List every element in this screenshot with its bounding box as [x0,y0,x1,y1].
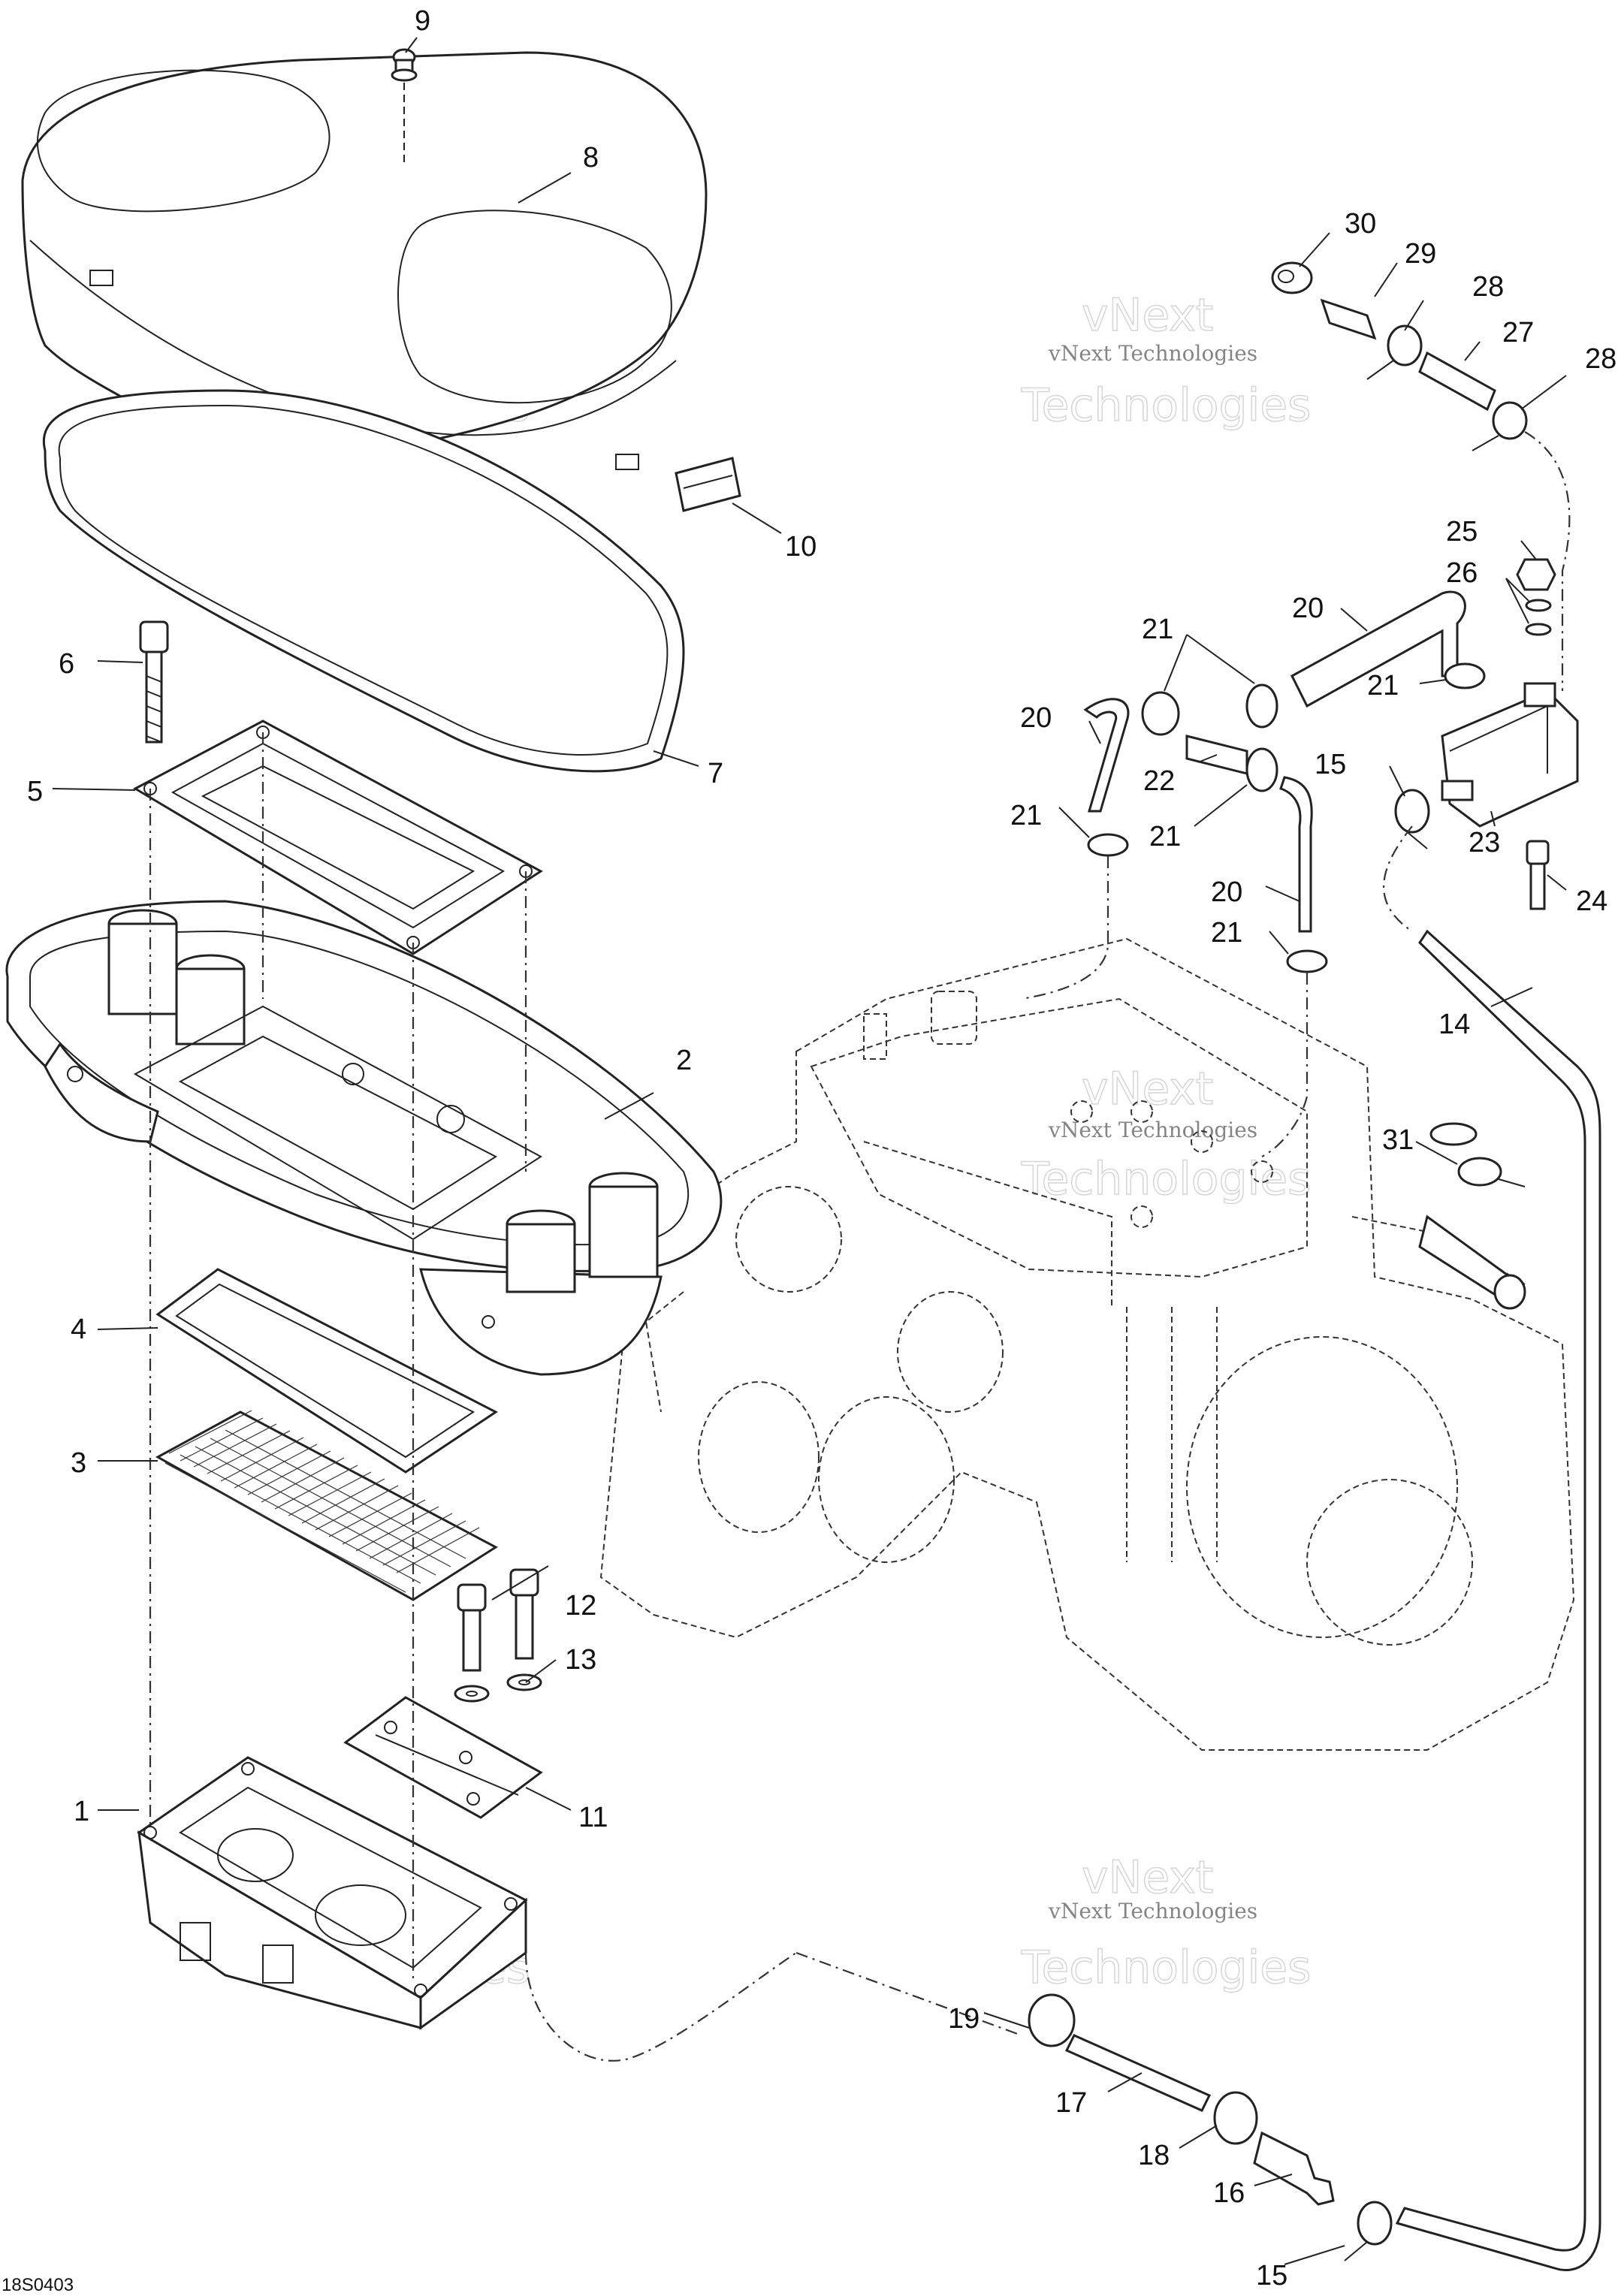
callout-20: 20 [1020,702,1052,734]
svg-text:vNext: vNext [1082,289,1213,342]
callout-16: 16 [1213,2177,1245,2209]
callout-23: 23 [1469,827,1500,858]
callout-3: 3 [71,1447,86,1479]
callout-21: 21 [1142,614,1173,645]
callout-31: 31 [1382,1124,1414,1156]
callout-13: 13 [565,1644,596,1676]
callout-4: 4 [71,1314,86,1345]
callout-17: 17 [1055,2087,1087,2119]
callout-10: 10 [785,531,817,563]
callout-21: 21 [1149,821,1181,852]
clip [675,457,741,512]
callout-25: 25 [1446,516,1478,548]
leader-lines [52,37,1567,2265]
callout-8: 8 [583,142,599,173]
callout-21: 21 [1010,800,1042,831]
callout-12: 12 [565,1590,596,1622]
alignment-lines-left [149,732,797,2062]
callout-20: 20 [1211,876,1242,908]
callout-24: 24 [1576,886,1607,917]
retaining-plate [343,1696,543,1819]
filter-screen [155,1410,498,1601]
callout-11: 11 [578,1802,608,1833]
svg-text:vNext Technologies: vNext Technologies [1048,341,1257,366]
svg-text:vNext Technologies: vNext Technologies [1048,1118,1257,1142]
callout-1: 1 [74,1796,89,1827]
throttle-base-housing [137,1756,528,2030]
watermark-top-right: vNext Technologies vNext Technologies [1020,288,1312,433]
callout-2: 2 [676,1045,692,1076]
callout-21: 21 [1367,670,1399,701]
svg-text:Technologies: Technologies [1021,379,1311,432]
engine-block-outline [599,937,1575,1751]
callout-20: 20 [1292,593,1324,624]
vent-hose-assembly [795,261,1601,2271]
callout-26: 26 [1446,557,1478,589]
callout-22: 22 [1143,765,1175,797]
figure-code: 18S0403 [2,2275,74,2295]
callout-19: 19 [948,2003,980,2035]
callout-18: 18 [1138,2140,1170,2171]
callout-29: 29 [1405,238,1436,270]
callout-15: 15 [1315,749,1346,780]
air-silencer-base [5,900,723,1376]
filter-gasket [155,1268,498,1474]
svg-text:Technologies: Technologies [1021,1153,1311,1205]
callout-21: 21 [1211,917,1242,949]
callout-15: 15 [1256,2260,1287,2291]
callout-28: 28 [1472,271,1504,303]
svg-text:Technologies: Technologies [1021,1941,1311,1994]
watermark-mid-right: vNext Technologies vNext Technologies [1020,1062,1312,1206]
svg-text:vNext: vNext [1082,1063,1213,1115]
callout-9: 9 [415,5,430,37]
long-screw [139,620,169,744]
svg-text:vNext: vNext [1082,1851,1213,1904]
callout-30: 30 [1345,208,1376,240]
svg-text:vNext Technologies: vNext Technologies [1048,1899,1257,1923]
callout-28: 28 [1585,343,1616,375]
watermark-bottom-right: vNext Technologies vNext Technologies [1020,1851,1312,1995]
callout-14: 14 [1438,1009,1470,1040]
flange-gasket [132,720,543,955]
callout-6: 6 [59,648,74,680]
callout-5: 5 [27,776,43,807]
silencer-gasket [42,389,685,773]
grommet [391,48,418,164]
callout-27: 27 [1502,317,1534,348]
callout-labels: 1 9 8 10 6 5 7 2 4 3 12 13 11 1 30 29 28… [27,5,1616,2291]
screw-and-washer-set [454,1568,542,1703]
callout-7: 7 [708,758,723,789]
